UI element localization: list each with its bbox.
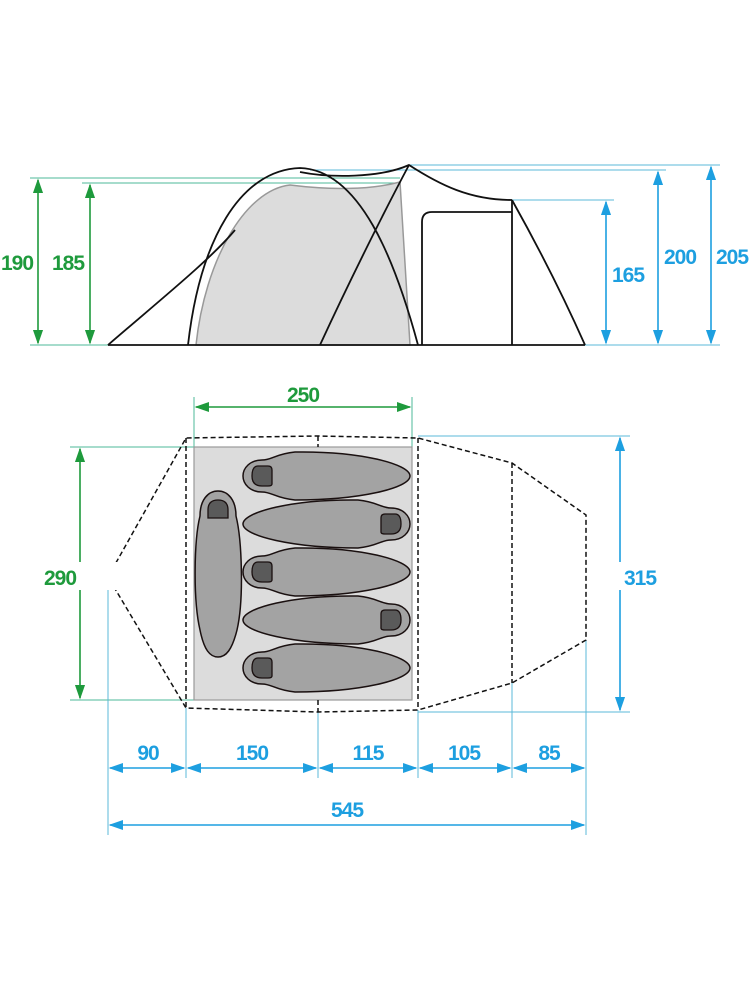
sleeping-bag-head	[380, 609, 402, 631]
outer-footprint	[107, 435, 587, 713]
outer-width-label: 315	[624, 567, 657, 590]
inner-height-1-label: 190	[1, 252, 33, 275]
inner-tent	[195, 181, 411, 346]
sleeping-bag	[242, 643, 411, 693]
inner-width-label: 290	[44, 567, 76, 590]
sleeping-bags	[194, 451, 411, 693]
height-2-label: 200	[664, 246, 696, 269]
segment-label: 150	[236, 742, 268, 765]
sleeping-bag	[194, 490, 243, 658]
top-view: 250 290 315 90 150 115 105 85 545	[42, 384, 658, 835]
top-guides	[70, 397, 630, 835]
sleeping-bag-body	[242, 643, 411, 693]
inner-height-2-label: 185	[52, 252, 85, 275]
sleeping-bag-body	[242, 595, 411, 645]
sleeping-bag-head	[251, 561, 273, 583]
segment-label: 115	[353, 742, 385, 765]
sleeping-bag-head	[251, 465, 273, 487]
sleeping-bag	[242, 451, 411, 501]
side-guides	[30, 164, 720, 346]
segment-label: 85	[538, 742, 561, 765]
sleeping-bag	[242, 595, 411, 645]
total-length-label: 545	[331, 799, 364, 822]
tent-outline	[107, 163, 586, 346]
segment-label: 90	[137, 742, 159, 765]
sleeping-bag-head	[380, 513, 402, 535]
sleeping-bag-body	[242, 547, 411, 597]
sleeping-bag-head	[207, 499, 229, 519]
vestibule-height-label: 165	[612, 264, 645, 287]
sleeping-bag	[242, 547, 411, 597]
sleeping-bag-body	[242, 499, 411, 549]
side-dimensions: 190 185 165 200 205	[0, 165, 750, 345]
top-dimensions: 250 290 315 90 150 115 105 85 545	[42, 384, 658, 831]
sleeping-bag	[242, 499, 411, 549]
side-view: 190 185 165 200 205	[0, 163, 750, 346]
inner-length-label: 250	[287, 384, 319, 407]
sleeping-bag-head	[251, 657, 273, 679]
sleeping-bag-body	[194, 490, 243, 658]
segment-label: 105	[448, 742, 481, 765]
sleeping-bag-body	[242, 451, 411, 501]
total-height-label: 205	[716, 246, 749, 269]
